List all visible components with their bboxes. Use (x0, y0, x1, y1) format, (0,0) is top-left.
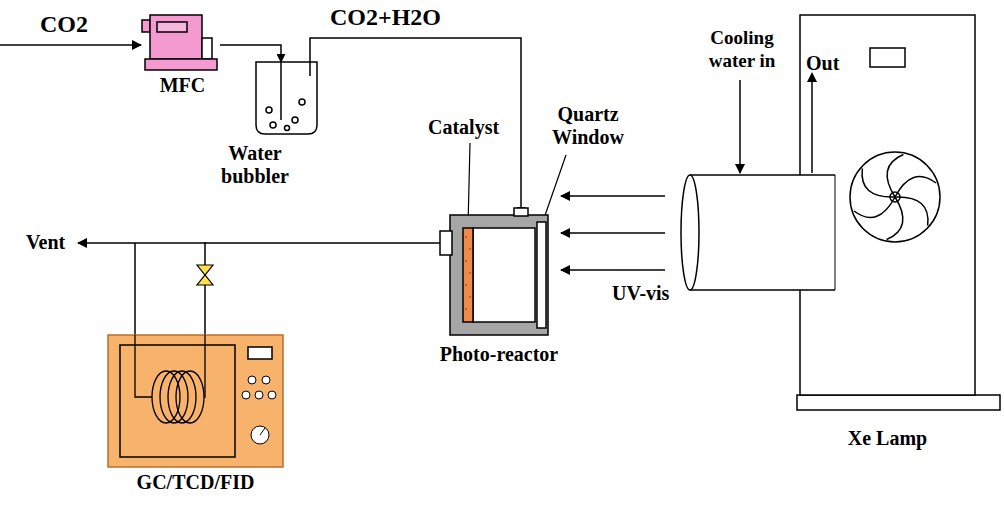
text-label: Quartz Window (550, 103, 626, 149)
mfc-device-drawing (145, 12, 220, 72)
text-label: Cooling water in (692, 26, 792, 72)
pipe-connector (220, 45, 281, 62)
photo-reactor: Photo-reactor (450, 215, 548, 335)
node-label: GC/TCD/FID (137, 471, 255, 494)
bubbler-vessel (256, 62, 317, 134)
leader-line (468, 143, 566, 226)
vent-line (78, 243, 206, 336)
node-label: Xe Lamp (848, 427, 927, 450)
node-label: MFC (160, 74, 206, 97)
node-label: Photo-reactor (440, 343, 558, 366)
water-bubbler: Water bubbler (255, 62, 318, 135)
text-label: UV-vis (612, 282, 669, 305)
catalyst-texture (465, 236, 471, 310)
text-label: CO2 (40, 10, 88, 38)
gc-cabinet (108, 335, 283, 467)
cooling-tube (681, 175, 835, 290)
pipe-connector (205, 243, 450, 335)
co2-inlet-arrow (0, 45, 141, 46)
cooling-water-arrow (740, 80, 741, 173)
valve-symbol (197, 265, 213, 285)
node-label: Water bubbler (210, 142, 300, 188)
text-label: Out (806, 52, 839, 75)
pipe-connector (310, 38, 521, 215)
gc-column-coil (135, 335, 205, 423)
text-label: CO2+H2O (330, 3, 441, 31)
reactor-housing (440, 208, 548, 335)
mfc-device: MFC (145, 12, 220, 72)
fan-blades (854, 151, 936, 242)
gas-chromatograph: GC/TCD/FID (108, 335, 283, 467)
photo-reactor-drawing (450, 215, 548, 335)
uv-vis-arrows (561, 196, 665, 270)
text-label: Vent (26, 231, 65, 254)
gas-chromatograph-drawing (108, 335, 283, 467)
water-bubbler-drawing (255, 62, 318, 135)
cooling-water-out-arrow (807, 72, 817, 173)
text-label: Catalyst (428, 116, 499, 139)
mfc-body (142, 15, 217, 70)
